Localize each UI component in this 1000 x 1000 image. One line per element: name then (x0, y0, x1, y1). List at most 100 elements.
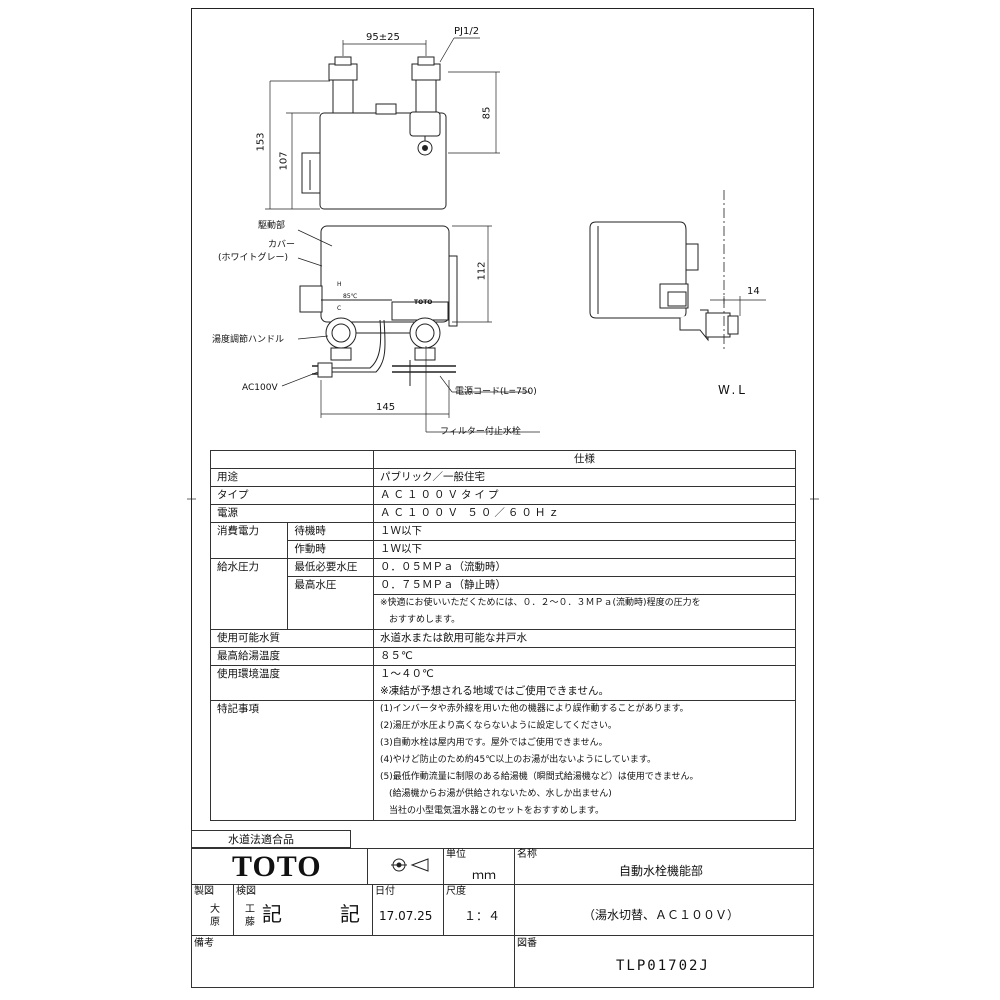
water-level-label: W.L (718, 383, 748, 397)
drawing-no-value: TLP01702J (616, 958, 710, 974)
spec-label: 消費電力 (209, 522, 289, 559)
spec-row: 使用環境温度 １～４０℃ (210, 665, 796, 701)
spec-sublabel: 最低必要水圧 (287, 558, 374, 577)
spec-row: (3)自動水栓は屋内用です。屋外ではご使用できません。 (211, 735, 796, 752)
name-value: 自動水栓機能部 (619, 864, 704, 878)
spec-value: ＡＣ１００Ｖ ５０／６０Ｈｚ (373, 504, 796, 523)
check-value-2: 藤 (245, 917, 255, 928)
spec-row: 最高給湯温度 ８５℃ (210, 647, 796, 666)
drawing-no-label: 図番 (517, 938, 537, 949)
spec-note: (2)湯圧が水圧より高くならないように設定してください。 (373, 718, 796, 735)
spec-row: (2)湯圧が水圧より高くならないように設定してください。 (211, 718, 796, 735)
spec-row: 消費電力 待機時 １Ｗ以下 (209, 522, 796, 559)
made-value-1: 大 (210, 904, 220, 915)
cover-logo: TOTO (414, 299, 433, 306)
spec-note: (5)最低作動流量に制限のある給湯機（瞬間式給湯機など）は使用できません。 (373, 769, 796, 786)
spec-label: 特記事項 (210, 700, 374, 821)
date-value: 17.07.25 (379, 909, 433, 923)
check-value-1: 工 (245, 904, 255, 915)
name-cell (514, 848, 814, 885)
remarks-cell (191, 935, 515, 988)
compliance-box (191, 830, 351, 848)
cover-color-label: (ホワイトグレー) (218, 253, 289, 263)
dim-14: 14 (747, 286, 760, 297)
cover-mark-h: H (337, 281, 342, 288)
filter-valve (409, 317, 441, 349)
spec-table: 仕様 用途 パブリック／一般住宅 タイプ ＡＣ１００Ｖタイプ 電源 ＡＣ１００Ｖ… (209, 450, 796, 821)
cover-mark-temp: 85℃ (343, 293, 358, 300)
spec-label: タイプ (210, 486, 374, 505)
spec-label: 最高給湯温度 (210, 647, 374, 666)
spec-label: 使用環境温度 (210, 665, 374, 701)
spec-value: ０．７５ＭＰａ（静止時） (373, 576, 796, 595)
scale-label: 尺度 (446, 886, 466, 897)
projection-symbol (391, 858, 429, 872)
unit-label: 単位 (446, 849, 466, 860)
spec-sublabel: 最高水圧 (287, 576, 374, 630)
spec-header: 仕様 (373, 450, 796, 469)
made-value-2: 原 (210, 917, 220, 928)
dim-153: 153 (255, 132, 267, 152)
unit-value: ｍｍ (472, 868, 497, 882)
filter-valve-label: フィルター付止水栓 (440, 427, 521, 437)
spec-row: 作動時 １Ｗ以下 (211, 540, 796, 559)
spec-row: タイプ ＡＣ１００Ｖタイプ (210, 486, 796, 505)
spec-value: １～４０℃ (373, 665, 796, 683)
spec-row: 最高水圧 ０．７５ＭＰａ（静止時） (211, 576, 796, 630)
spec-row: 使用可能水質 水道水または飲用可能な井戸水 (210, 629, 796, 648)
spec-label: 使用可能水質 (210, 629, 374, 648)
spec-note: おすすめします。 (373, 612, 796, 630)
temperature-handle (325, 317, 357, 349)
scale-value: １：４ (464, 909, 501, 923)
spec-label: 用途 (210, 468, 374, 487)
spec-row: (4)やけど防止のため約45℃以上のお湯が出ないようにしています。 (211, 752, 796, 769)
check-stamp-2: 記 (340, 902, 360, 926)
spec-note: (3)自動水栓は屋内用です。屋外ではご使用できません。 (373, 735, 796, 752)
dim-107: 107 (278, 151, 290, 171)
inlet-fitting-left (332, 79, 354, 114)
spec-note: 当社の小型電気温水器とのセットをおすすめします。 (373, 803, 796, 821)
name-label: 名称 (517, 849, 537, 860)
subname-value: （湯水切替、ＡＣ１００Ｖ） (583, 908, 740, 922)
spec-note: ※快適にお使いいただくためには、０．２～０．３ＭＰａ(流動時)程度の圧力を (373, 594, 796, 612)
drawing-no-cell (514, 935, 814, 988)
spec-note: ※凍結が予想される地域ではご使用できません。 (373, 683, 796, 701)
pipe-thread-label: PJ1/2 (454, 26, 480, 37)
compliance-label: 水道法適合品 (228, 833, 294, 846)
handle-label: 湯度調節ハンドル (212, 335, 285, 345)
spec-value: ＡＣ１００Ｖタイプ (373, 486, 796, 505)
spec-row: 当社の小型電気温水器とのセットをおすすめします。 (211, 803, 796, 821)
spec-label: 給水圧力 (209, 558, 289, 630)
spec-row: 用途 パブリック／一般住宅 (210, 468, 796, 487)
spec-value: ０．０５ＭＰａ（流動時） (373, 558, 796, 577)
power-cord-label: 電源コード(L=750) (455, 387, 537, 397)
spec-row: (給湯機からお湯が供給されないため、水しか出ません) (211, 786, 796, 803)
spec-row: ※快適にお使いいただくためには、０．２～０．３ＭＰａ(流動時)程度の圧力を (211, 594, 796, 612)
check-stamp-1: 記 (262, 902, 282, 926)
spec-note: (1)インバータや赤外線を用いた他の機器により誤作動することがあります。 (373, 700, 796, 718)
check-label: 検図 (236, 886, 256, 897)
cover-label: カバー (268, 240, 296, 250)
spec-label: 電源 (210, 504, 374, 523)
projection-cell (367, 848, 444, 885)
toto-logo: TOTO (232, 850, 322, 883)
spec-value: ８５℃ (373, 647, 796, 666)
spec-value: １Ｗ以下 (373, 540, 796, 559)
spec-value: 水道水または飲用可能な井戸水 (373, 629, 796, 648)
spec-row: (5)最低作動流量に制限のある給湯機（瞬間式給湯機など）は使用できません。 (211, 769, 796, 786)
remarks-label: 備考 (194, 938, 214, 949)
spec-row: 電源 ＡＣ１００Ｖ ５０／６０Ｈｚ (210, 504, 796, 523)
cover-mark-c: C (337, 305, 342, 312)
dim-85: 85 (481, 106, 493, 120)
spec-sublabel: 待機時 (287, 522, 374, 541)
spec-note: (給湯機からお湯が供給されないため、水しか出ません) (373, 786, 796, 803)
dim-112: 112 (476, 261, 488, 281)
spec-row: 特記事項 (1)インバータや赤外線を用いた他の機器により誤作動することがあります… (210, 700, 796, 821)
dim-width-top: 95±25 (366, 32, 400, 43)
made-label: 製図 (194, 886, 214, 897)
spec-header-row: 仕様 (210, 450, 796, 469)
drive-unit-label: 駆動部 (258, 221, 286, 231)
spec-sublabel: 作動時 (287, 540, 374, 559)
spec-value: １Ｗ以下 (373, 522, 796, 541)
